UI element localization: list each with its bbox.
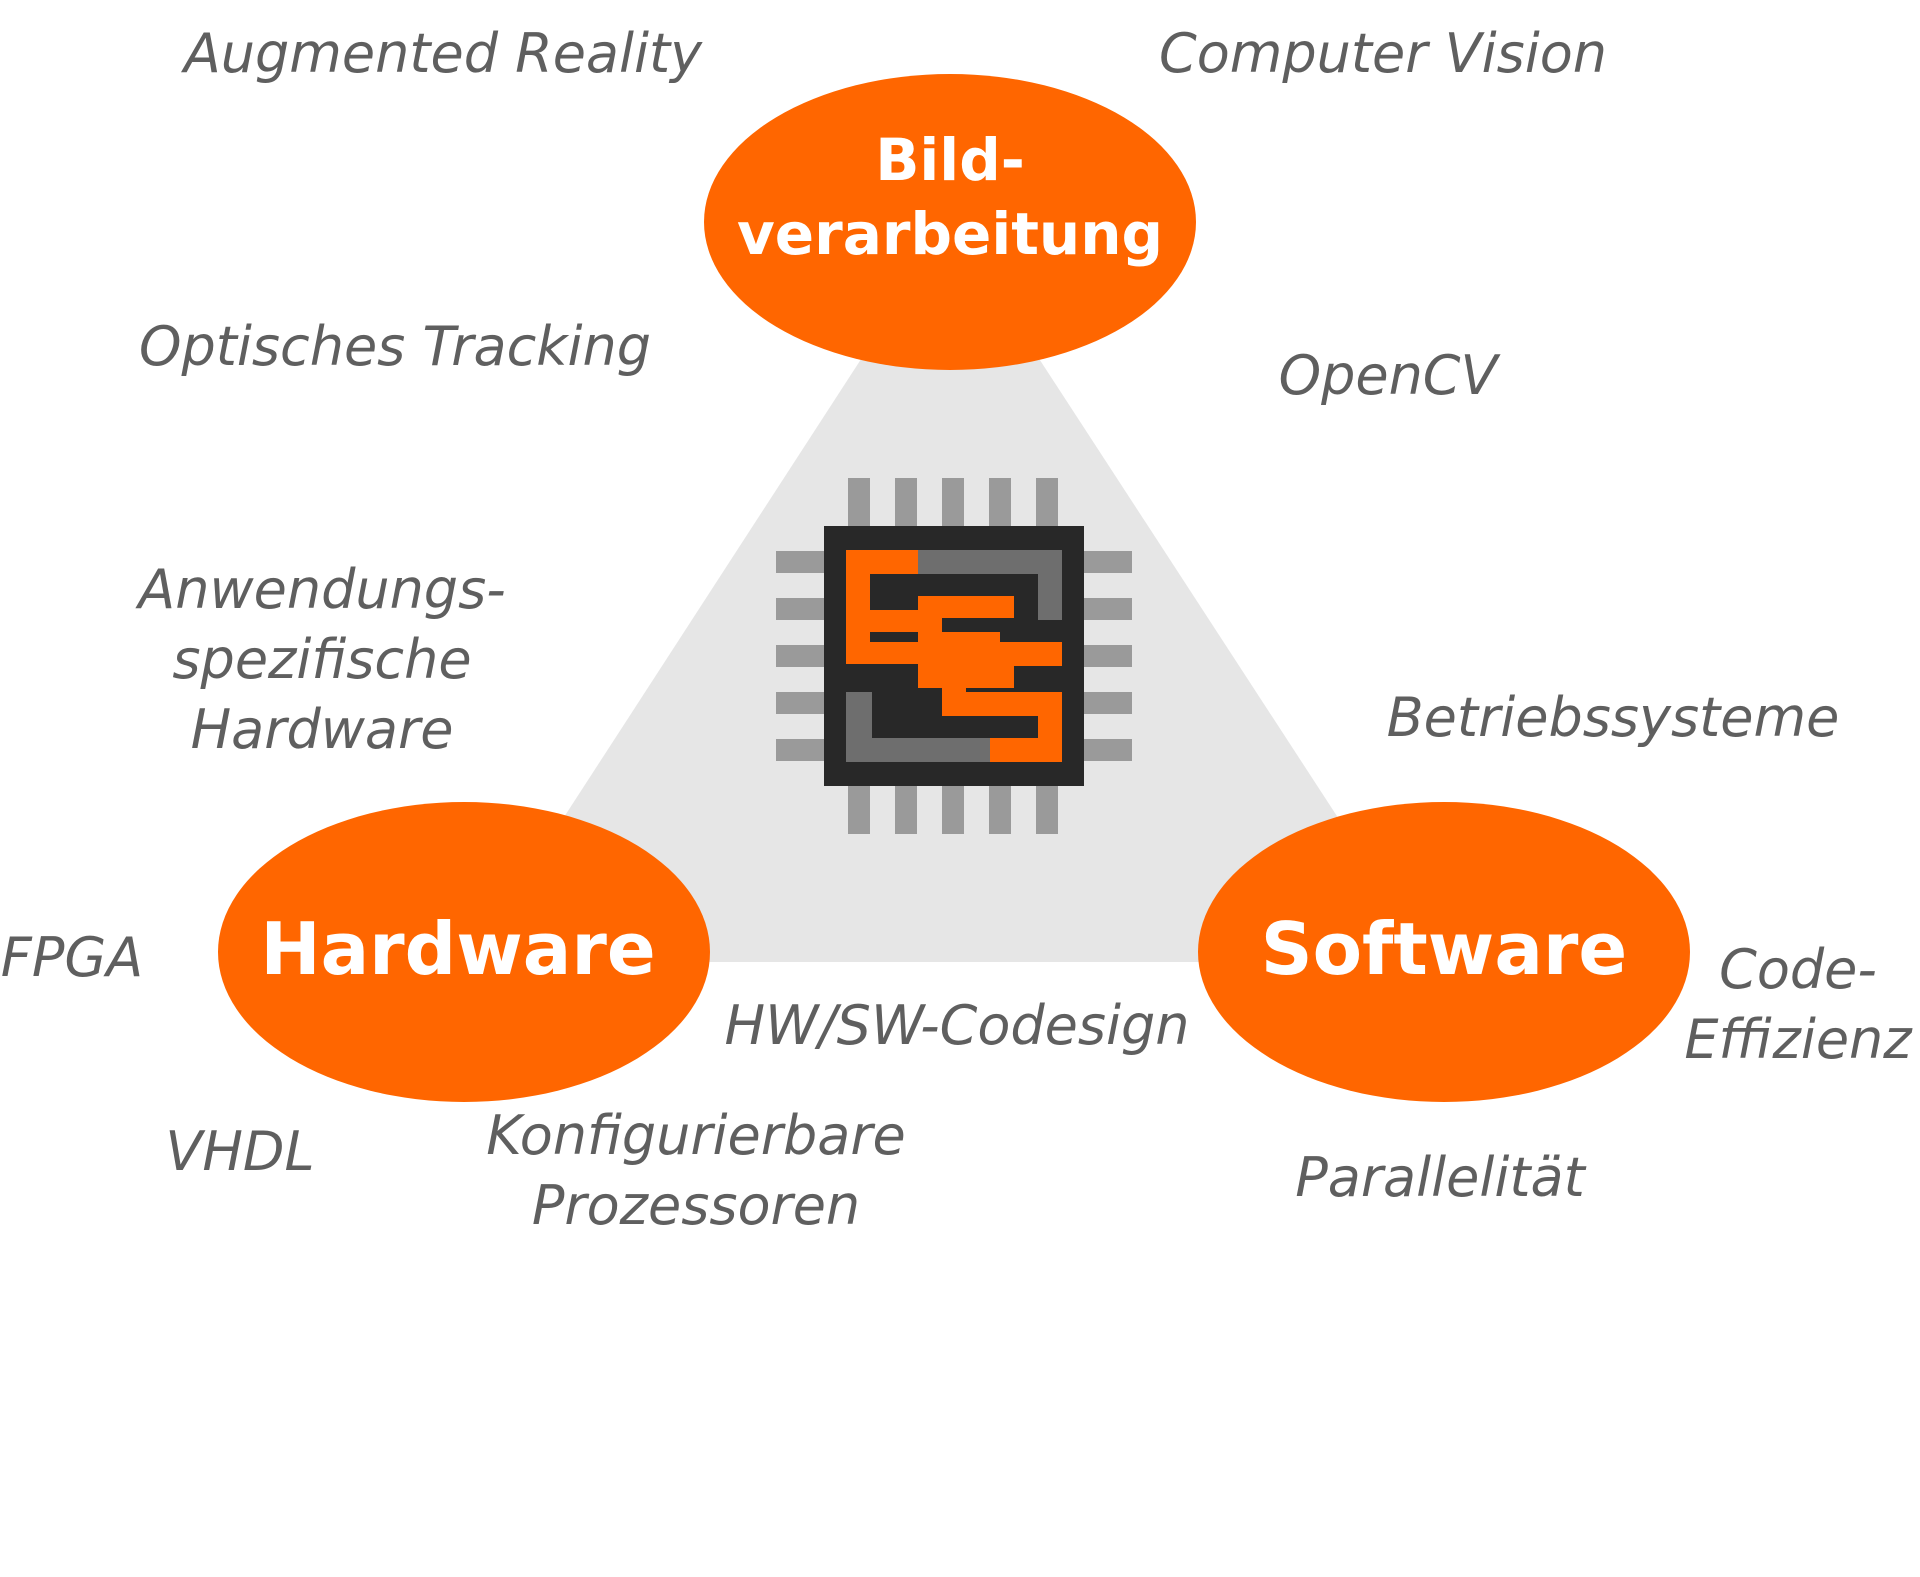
term-computer-vision: Computer Vision — [1159, 22, 1607, 85]
chip-trace-gray-bottom — [846, 692, 990, 762]
term-opencv: OpenCV — [1279, 344, 1502, 407]
term-optisches-tracking: Optisches Tracking — [139, 315, 651, 378]
term-anwendungs-line3: Hardware — [191, 698, 454, 761]
term-vhdl: VHDL — [165, 1120, 314, 1183]
node-bildverarbeitung: Bild- verarbeitung — [704, 74, 1196, 370]
term-code-line1: Code- — [1719, 938, 1877, 1001]
node-bildverarbeitung-ellipse — [704, 74, 1196, 370]
chip-pins-bottom — [848, 782, 1058, 834]
chip-logo-icon — [776, 478, 1132, 834]
term-parallelitaet: Parallelität — [1295, 1146, 1586, 1209]
term-fpga: FPGA — [1, 926, 143, 989]
chip-pins-right — [1080, 551, 1132, 761]
node-software-label: Software — [1261, 907, 1628, 991]
chip-pins-top — [848, 478, 1058, 530]
node-hardware-ellipse — [218, 802, 710, 1102]
term-code-line2: Effizienz — [1684, 1008, 1913, 1071]
node-hardware: Hardware — [218, 802, 710, 1102]
term-anwendungs-line1: Anwendungs- — [135, 558, 505, 621]
node-bildverarbeitung-line2: verarbeitung — [737, 200, 1163, 268]
term-konfig-line2: Prozessoren — [532, 1174, 860, 1237]
node-software: Software — [1198, 802, 1690, 1102]
term-anwendungs-line2: spezifische — [172, 628, 471, 691]
chip-letter-e — [846, 550, 918, 664]
term-konfig-line1: Konfigurierbare — [486, 1104, 906, 1167]
node-hardware-label: Hardware — [260, 907, 655, 991]
chip-pins-left — [776, 551, 828, 761]
term-betriebssysteme: Betriebssysteme — [1387, 686, 1840, 749]
term-augmented-reality: Augmented Reality — [181, 22, 703, 85]
chip-trace-gray-top — [918, 550, 1062, 620]
node-bildverarbeitung-line1: Bild- — [875, 126, 1025, 194]
node-software-ellipse — [1198, 802, 1690, 1102]
term-hw-sw-codesign: HW/SW-Codesign — [724, 994, 1189, 1057]
chip-letter-s — [942, 642, 1062, 762]
